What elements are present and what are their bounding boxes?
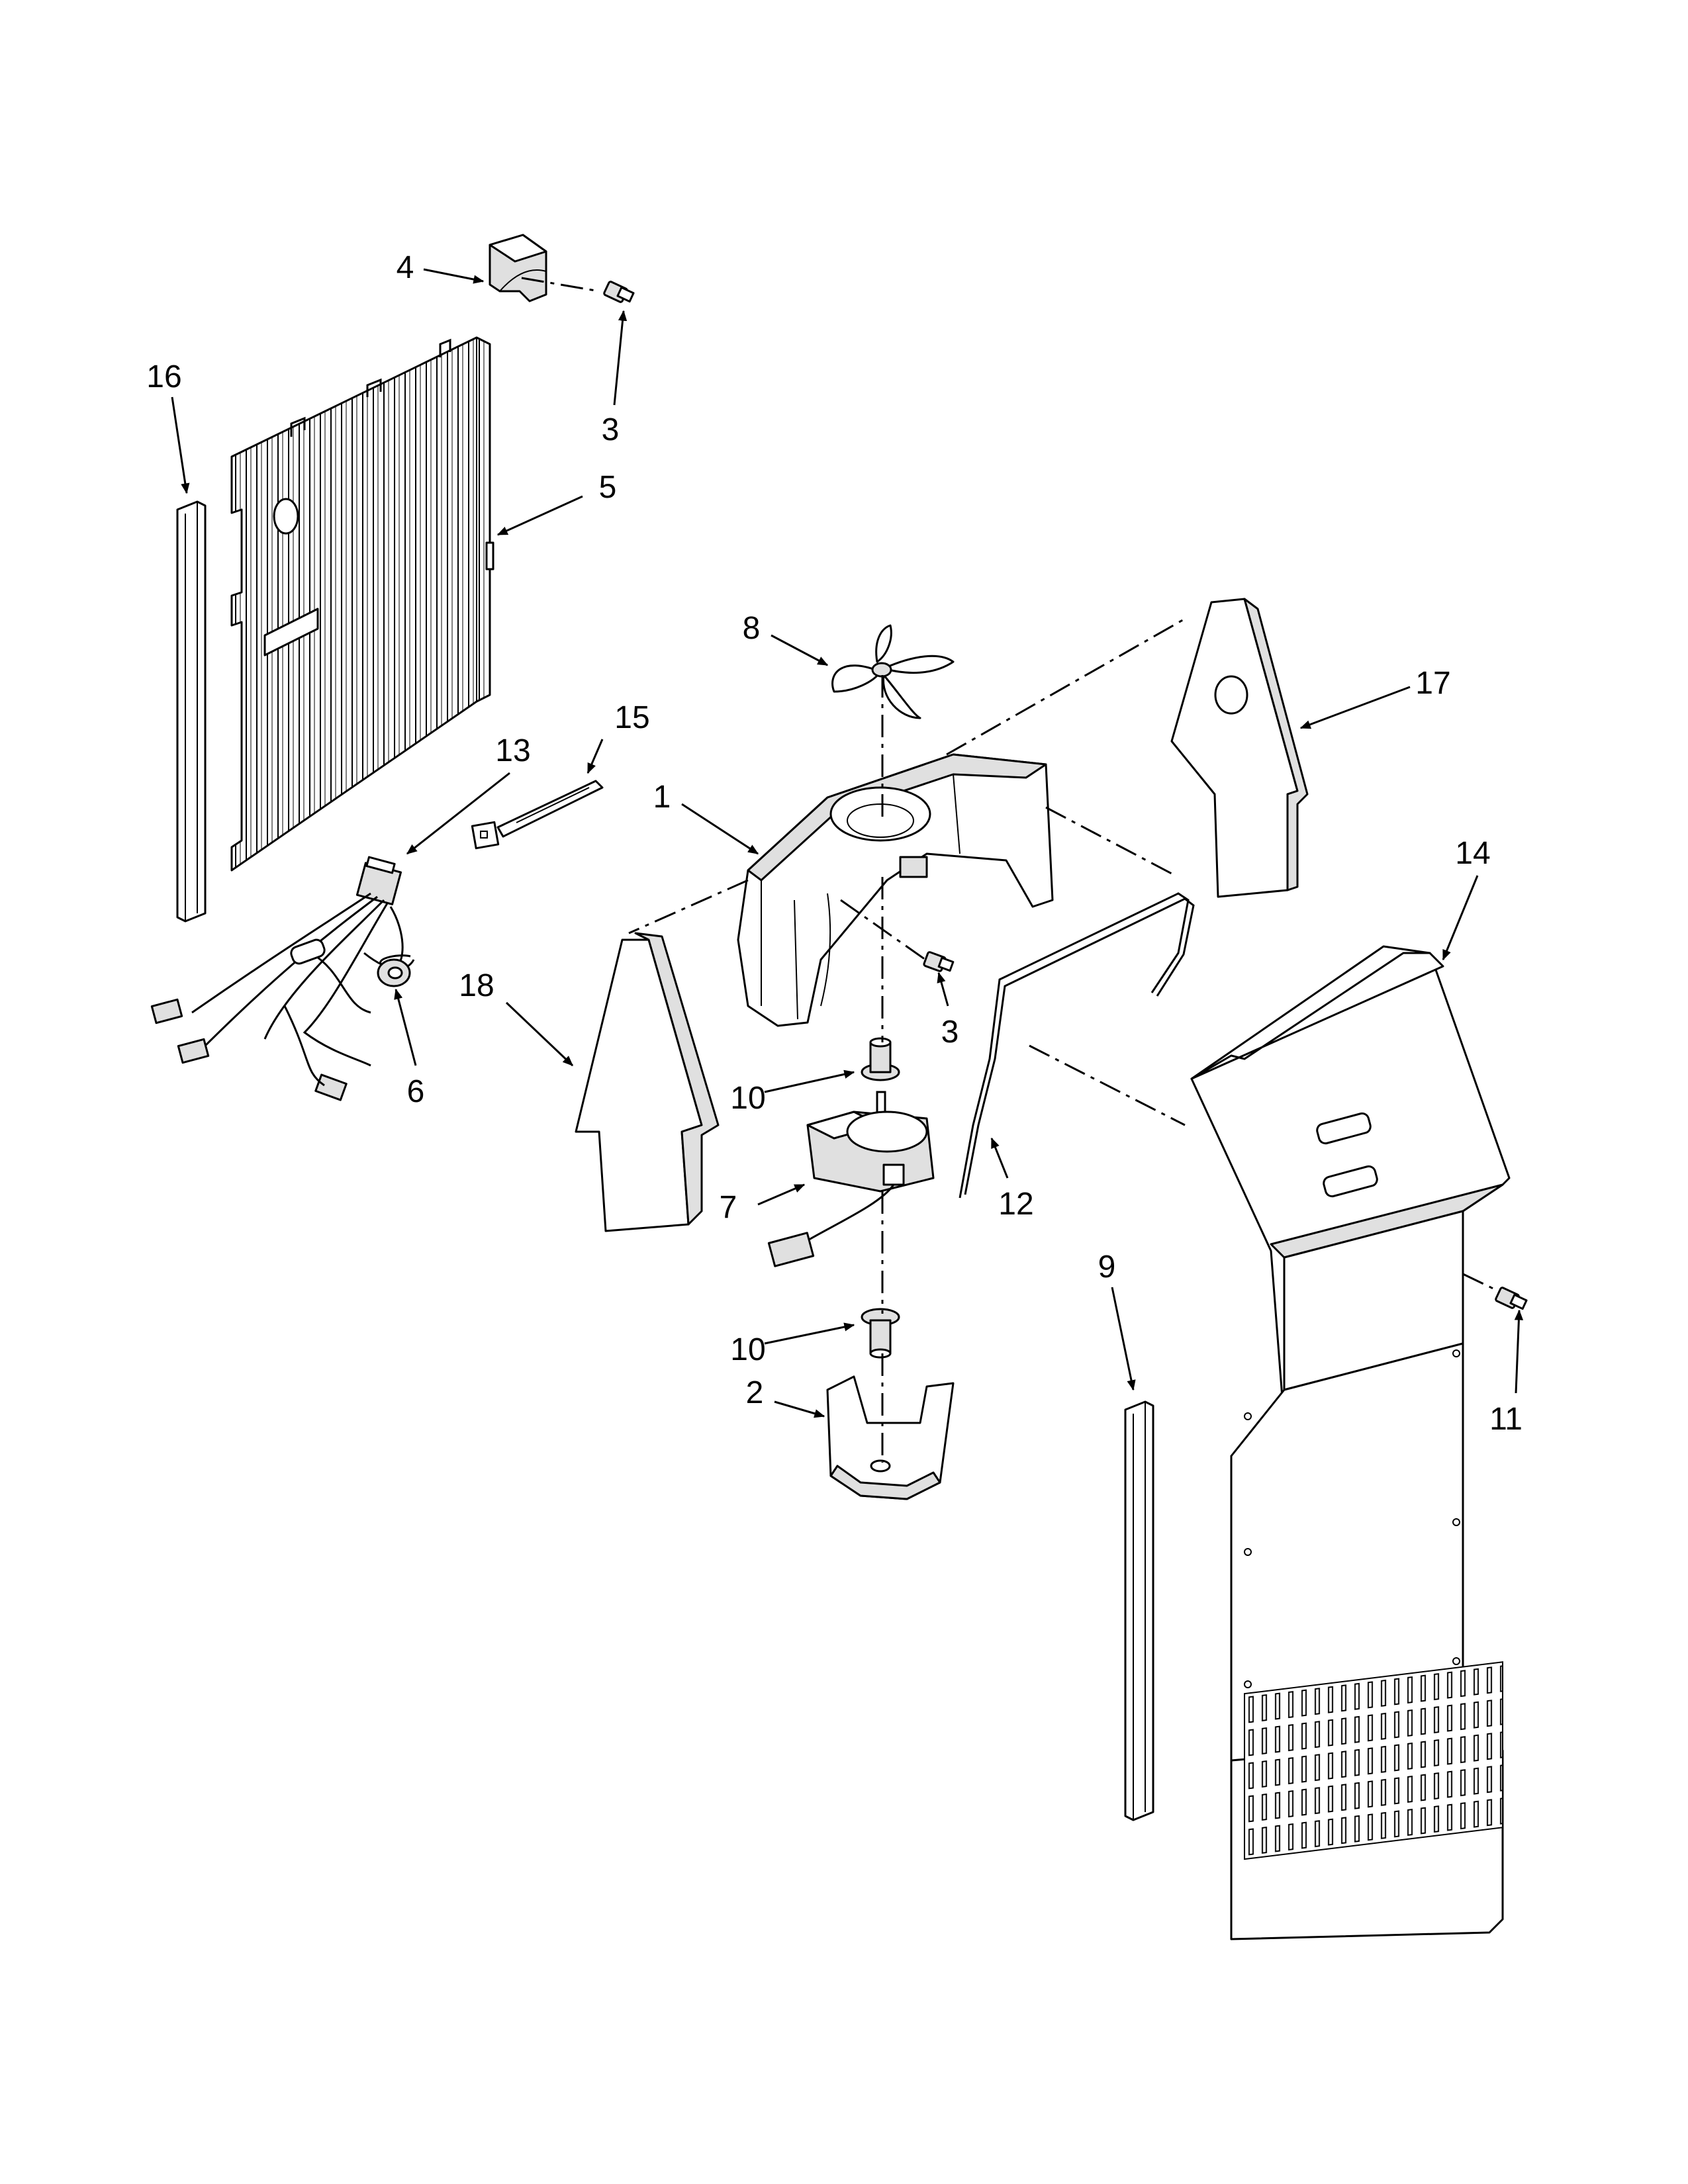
callout-16: 11: [1489, 1402, 1523, 1437]
callout-5: 5: [599, 470, 617, 505]
part-10-bushing-upper: [861, 1037, 900, 1081]
callout-6: 6: [407, 1074, 425, 1109]
part-14-strip: [176, 500, 207, 923]
screw-16: [1495, 1287, 1528, 1310]
part-4-cap: [489, 234, 547, 302]
part-10-bushing-lower: [861, 1308, 900, 1359]
part-2-motor-bracket: [826, 1375, 955, 1500]
callout-18: 18: [459, 968, 494, 1003]
callout-10-upper: 10: [730, 1081, 765, 1116]
part-18-baffle: [575, 932, 720, 1232]
callout-17: 17: [1415, 666, 1450, 701]
callout-2: 2: [746, 1375, 764, 1410]
part-8-fan-blade: [831, 624, 955, 719]
callout-11: 13: [495, 733, 530, 768]
callout-labels: 4 3 16 5 8 17 15 13 1 14 18 3 6 10 12 7 …: [146, 250, 1523, 1437]
callout-4: 4: [397, 250, 414, 285]
screw-3-top: [603, 281, 635, 303]
part-1-fan-housing: [737, 753, 1054, 1027]
part-12-wire-bracket: [959, 892, 1195, 1199]
part-13-cable-tie: [471, 780, 604, 850]
callout-1: 1: [653, 780, 671, 815]
leader-arrows: [171, 268, 1524, 1418]
callout-7: 7: [720, 1190, 737, 1225]
callout-8: 8: [743, 611, 761, 646]
callout-3-top: 3: [602, 412, 620, 447]
callout-14: 16: [146, 359, 181, 394]
part-15-panel: [1190, 945, 1511, 1940]
part-17-baffle: [1170, 598, 1309, 898]
callout-9: 9: [1098, 1250, 1116, 1285]
part-7-fan-motor: [767, 1091, 935, 1267]
callout-10-lower: 10: [730, 1332, 765, 1367]
callout-12: 12: [998, 1187, 1033, 1222]
screw-3-mid: [923, 951, 955, 972]
part-6-grommet: [377, 958, 411, 987]
alignment-lines: [521, 277, 1498, 1463]
part-11-wire-harness: [150, 856, 415, 1101]
part-5-evaporator-cover: [230, 336, 494, 872]
part-9-strip: [1124, 1400, 1154, 1821]
callout-3-mid: 3: [941, 1015, 959, 1050]
callout-13: 15: [614, 700, 649, 735]
callout-15: 14: [1455, 836, 1490, 871]
